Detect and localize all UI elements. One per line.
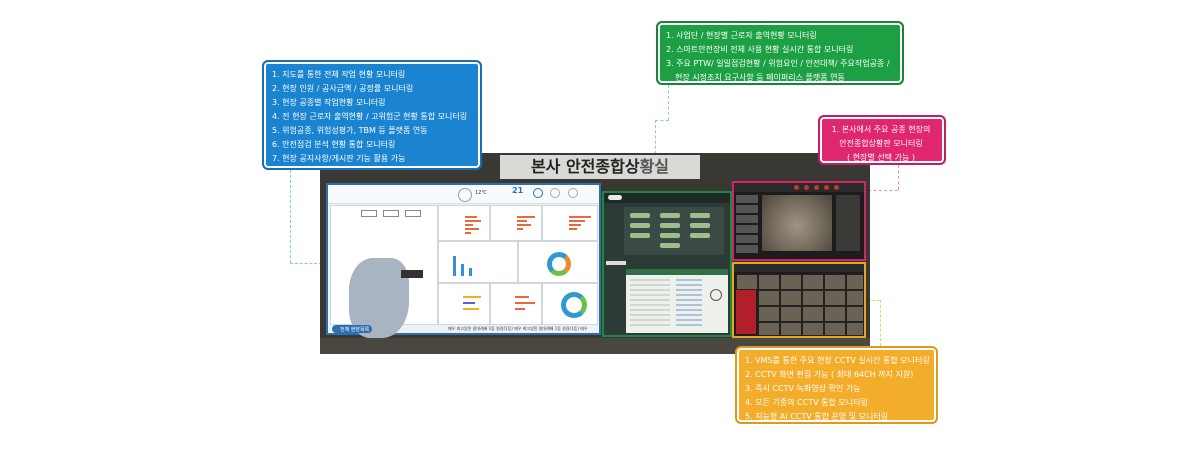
leader-line-orange-h xyxy=(868,300,880,301)
orange-item: 1. VMS를 통한 주요 현장 CCTV 실시간 통합 모니터링 xyxy=(745,356,930,365)
green-item: 1. 사업단 / 현장별 근로자 출역현황 모니터링 xyxy=(666,31,817,40)
blue-item: 3. 현장 공종별 작업현황 모니터링 xyxy=(272,98,386,107)
orange-item: 5. 지능형 AI CCTV 통합 운영 및 모니터링 xyxy=(745,412,889,421)
callout-site-situation: 1. 본사에서 주요 공종 현장의 안전종합상황판 모니터링 ( 현장별 선택 … xyxy=(818,115,946,165)
cctv-grid-screen xyxy=(732,262,866,338)
wall-title: 본사 안전종합상황실 xyxy=(500,155,700,179)
pink-item: 1. 본사에서 주요 공종 현장의 xyxy=(831,125,931,134)
leader-line-blue-h xyxy=(290,263,322,264)
leader-line-pink-h xyxy=(868,190,898,191)
orange-item: 2. CCTV 화면 편집 가능 ( 최대 64CH 까지 지원) xyxy=(745,370,914,379)
pink-item: ( 현장별 선택 가능 ) xyxy=(847,153,915,162)
green-item: 2. 스마트안전장비 전체 사용 현황 실시간 통합 모니터링 xyxy=(666,45,854,54)
korea-map xyxy=(349,258,409,338)
green-item: 3. 주요 PTW/ 일일점검현황 / 위험요인 / 안전대책/ 주요작업공종 … xyxy=(666,59,890,68)
leader-line-pink xyxy=(898,165,899,190)
blue-item: 4. 전 현장 근로자 출역현황 / 고위험군 현황 통합 모니터링 xyxy=(272,112,468,121)
cctv-main-view xyxy=(762,195,832,251)
desk-edge xyxy=(320,338,870,354)
map-list-button[interactable]: 전체 현장목록 xyxy=(340,327,370,333)
platform-screen xyxy=(602,191,732,337)
leader-line-green xyxy=(668,85,669,120)
callout-platform-features: 1. 사업단 / 현장별 근로자 출역현황 모니터링 2. 스마트안전장비 전체… xyxy=(656,21,904,85)
callout-dashboard-features: 1. 지도를 통한 전체 작업 현황 모니터링 2. 현장 인원 / 공사금액 … xyxy=(262,60,482,170)
big-count: 21 xyxy=(512,186,524,195)
leader-line-green-h xyxy=(655,120,669,121)
orange-item: 3. 즉시 CCTV 녹화영상 확인 가능 xyxy=(745,384,861,393)
temperature: 12℃ xyxy=(475,190,487,196)
callout-cctv-features: 1. VMS를 통한 주요 현장 CCTV 실시간 통합 모니터링 2. CCT… xyxy=(735,346,938,424)
leader-line-orange xyxy=(880,300,881,346)
ticker: 매우 최고있된 용대례배 1등 원경(1등) 매우 최고있된 용대례배 1등 원… xyxy=(448,326,588,331)
dashboard-screen: 12℃ 21 xyxy=(326,183,601,338)
donut-chart-1 xyxy=(547,252,571,276)
site-situation-screen xyxy=(732,181,866,261)
control-room-photo: 본사 안전종합상황실 12℃ 21 xyxy=(320,153,870,354)
blue-item: 2. 현장 인원 / 공사금액 / 공정률 모니터링 xyxy=(272,84,414,93)
pink-item: 안전종합상황판 모니터링 xyxy=(839,139,923,148)
blue-item: 6. 안전점검 분석 현황 통합 모니터링 xyxy=(272,140,396,149)
green-item: 현장 시정조치 요구사항 등 페이퍼리스 플랫폼 연동 xyxy=(675,73,845,82)
blue-item: 1. 지도를 통한 전체 작업 현황 모니터링 xyxy=(272,70,406,79)
leader-line-blue xyxy=(290,170,291,263)
orange-item: 4. 모든 기종의 CCTV 통합 모니터링 xyxy=(745,398,868,407)
donut-chart-2 xyxy=(561,292,587,318)
blue-item: 7. 현장 공지사항/게시판 기능 활용 가능 xyxy=(272,154,406,163)
blue-item: 5. 위험공종, 위험성평가, TBM 등 플랫폼 연동 xyxy=(272,126,428,135)
